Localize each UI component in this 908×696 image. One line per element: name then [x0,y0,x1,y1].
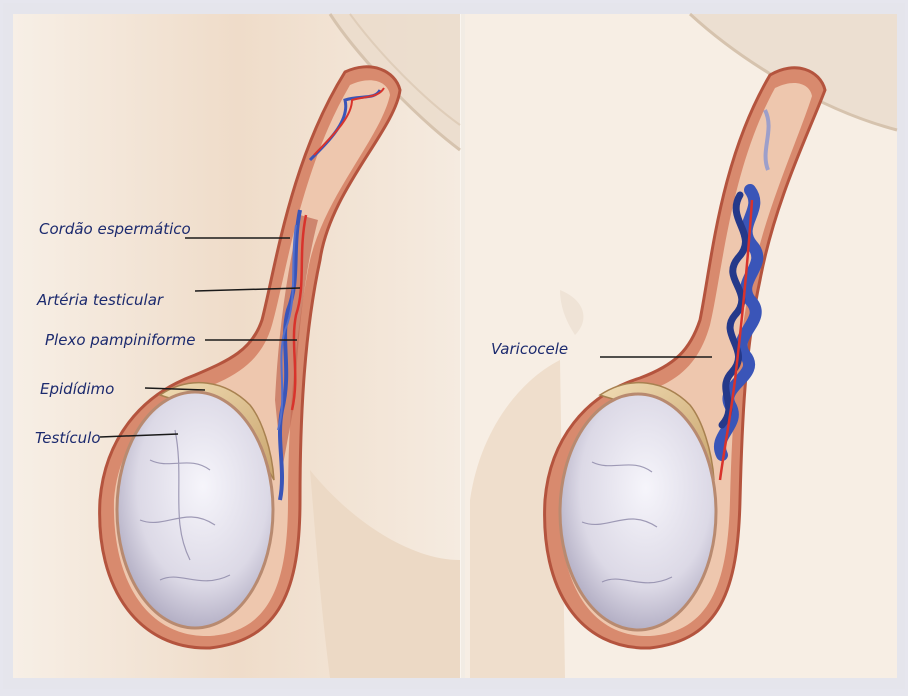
label-epididimo: Epidídimo [40,380,114,398]
label-arteria-testicular: Artéria testicular [37,291,163,309]
label-testiculo: Testículo [35,429,101,447]
label-cordao-espermatico: Cordão espermático [39,220,191,238]
testis [560,394,716,630]
testis [117,392,273,628]
label-varicocele: Varicocele [491,340,568,358]
label-plexo-pampiniforme: Plexo pampiniforme [45,331,195,349]
